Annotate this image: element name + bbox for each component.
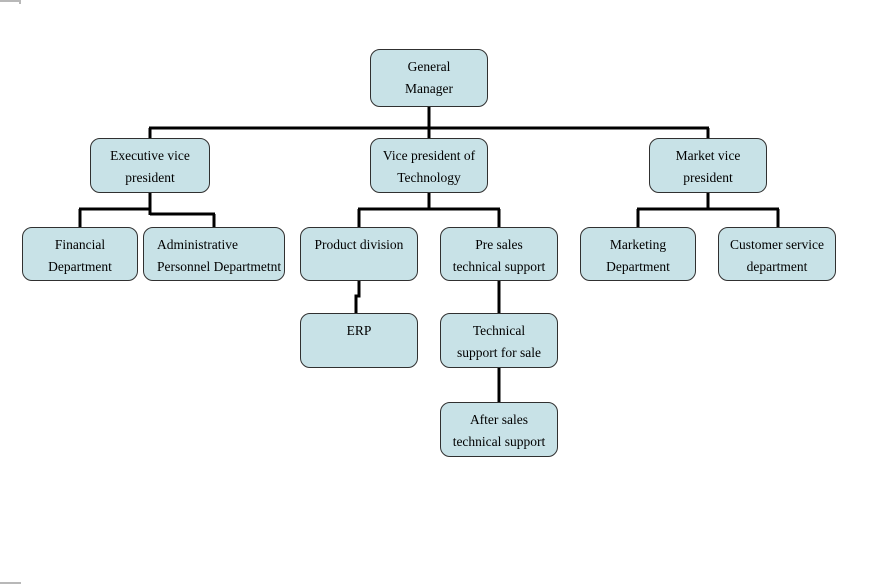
connector-vptech-children — [357, 192, 501, 228]
node-label-line: support for sale — [457, 345, 541, 360]
connector-marketvp-children — [636, 192, 780, 228]
node-label-line: General — [407, 59, 451, 74]
node-label-line: Technical — [472, 323, 526, 338]
node-vice-president-of-technology[interactable]: Vice president of Technology — [370, 138, 488, 193]
page-boundary-mark-top-left — [0, 0, 21, 4]
node-label-line: Marketing — [609, 237, 667, 252]
node-label-line: ERP — [346, 323, 372, 338]
connector-product-erp — [354, 280, 361, 314]
node-label-line: technical support — [452, 434, 546, 449]
node-executive-vice-president[interactable]: Executive vice president — [90, 138, 210, 193]
node-erp[interactable]: ERP — [300, 313, 418, 368]
node-label-line: Department — [48, 259, 112, 274]
node-technical-support-for-sale[interactable]: Technical support for sale — [440, 313, 558, 368]
node-marketing-department[interactable]: Marketing Department — [580, 227, 696, 281]
node-label-line: Executive vice — [110, 148, 190, 163]
node-pre-sales-technical-support[interactable]: Pre sales technical support — [440, 227, 558, 281]
node-label-line: Financial — [54, 237, 106, 252]
node-label-line: Product division — [314, 237, 404, 252]
connector-execvp-children — [78, 192, 216, 228]
node-general-manager[interactable]: General Manager — [370, 49, 488, 107]
node-label-line: president — [125, 170, 175, 185]
node-label-line: Vice president of — [382, 148, 476, 163]
node-label-line: Market vice — [675, 148, 741, 163]
node-administrative-personnel-department[interactable]: Administrative Personnel Departmetnt — [143, 227, 285, 281]
node-label-line: After sales — [469, 412, 529, 427]
node-label-line: Customer service — [729, 237, 825, 252]
node-label-line: department — [746, 259, 808, 274]
node-label-line: Manager — [405, 81, 453, 96]
node-market-vice-president[interactable]: Market vice president — [649, 138, 767, 193]
node-label-line: Department — [606, 259, 670, 274]
node-after-sales-technical-support[interactable]: After sales technical support — [440, 402, 558, 457]
node-product-division[interactable]: Product division — [300, 227, 418, 281]
node-label-line: Administrative — [157, 237, 238, 252]
node-financial-department[interactable]: Financial Department — [22, 227, 138, 281]
node-label-line: technical support — [452, 259, 546, 274]
connector-gm-to-vps — [148, 106, 710, 139]
node-label-line: Personnel Departmetnt — [157, 259, 282, 274]
node-label-line: president — [683, 170, 733, 185]
node-customer-service-department[interactable]: Customer service department — [718, 227, 836, 281]
node-label-line: Pre sales — [475, 237, 523, 252]
node-label-line: Technology — [397, 170, 461, 185]
